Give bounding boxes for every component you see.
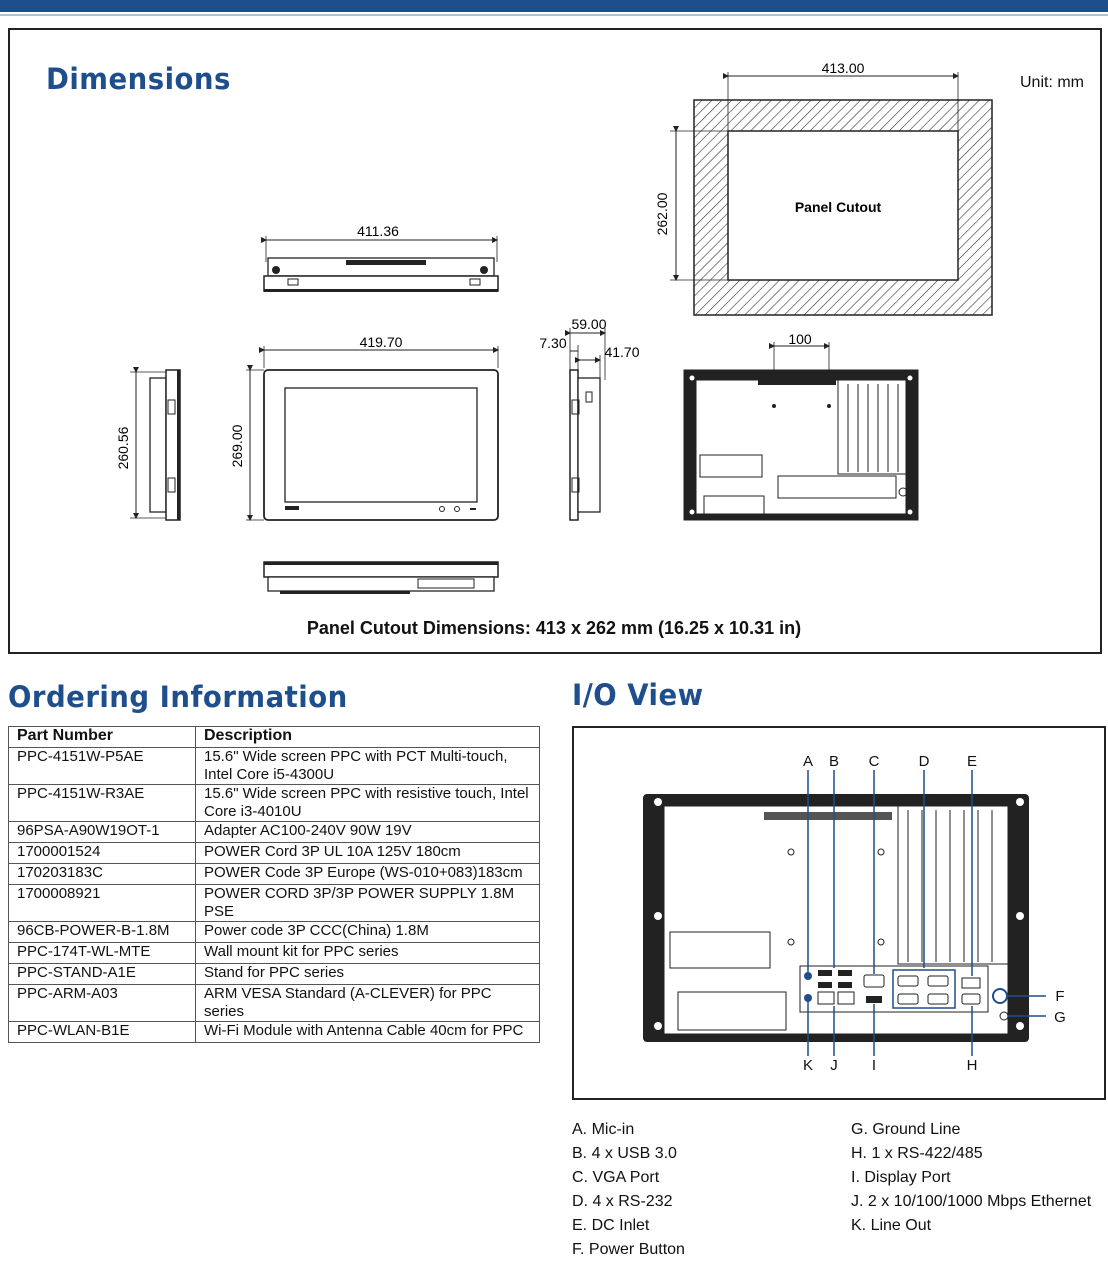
part-number: 96PSA-A90W19OT-1 <box>8 821 196 843</box>
dimension-drawings: 413.00 262.00 Panel Cutout 411.36 260.56 <box>115 60 993 594</box>
front-width-label: 419.70 <box>360 334 403 350</box>
part-number: PPC-174T-WL-MTE <box>8 942 196 964</box>
table-header-row: Part Number Description <box>8 726 540 748</box>
legend-item: J. 2 x 10/100/1000 Mbps Ethernet <box>851 1193 1092 1210</box>
io-legend-left: A. Mic-in B. 4 x USB 3.0 C. VGA Port D. … <box>572 1118 685 1262</box>
io-label-g: G <box>1054 1009 1066 1026</box>
rear-spacing-label: 100 <box>788 331 812 347</box>
panel-cutout-drawing <box>670 72 993 316</box>
legend-item: G. Ground Line <box>851 1121 961 1138</box>
io-label-f: F <box>1055 988 1064 1005</box>
bottom-view-drawing <box>263 561 499 594</box>
io-view-panel <box>572 726 1106 1100</box>
io-label-c: C <box>869 753 880 770</box>
description: POWER Code 3P Europe (WS-010+083)183cm <box>195 863 540 885</box>
unit-label: Unit: mm <box>1020 74 1084 91</box>
description: 15.6" Wide screen PPC with PCT Multi-tou… <box>195 747 540 785</box>
legend-item: E. DC Inlet <box>572 1217 650 1234</box>
io-label-j: J <box>830 1057 838 1074</box>
cutout-height-label: 262.00 <box>654 192 670 235</box>
ordering-title: Ordering Information <box>8 680 348 714</box>
io-rear-chassis <box>643 794 1029 1042</box>
top-width-label: 411.36 <box>357 223 399 239</box>
front-height-label: 269.00 <box>229 424 245 467</box>
legend-item: F. Power Button <box>572 1241 685 1258</box>
rear-view-drawing <box>683 342 919 521</box>
io-label-d: D <box>919 753 930 770</box>
legend-item: C. VGA Port <box>572 1169 660 1186</box>
io-label-e: E <box>967 753 977 770</box>
dimensions-panel <box>8 28 1102 654</box>
right-side-view-drawing <box>565 328 606 521</box>
part-number: PPC-WLAN-B1E <box>8 1021 196 1043</box>
panel-cutout-caption: Panel Cutout Dimensions: 413 x 262 mm (1… <box>306 618 802 638</box>
depth-total-label: 59.00 <box>571 316 606 332</box>
legend-item: A. Mic-in <box>572 1121 635 1138</box>
part-number: PPC-ARM-A03 <box>8 984 196 1022</box>
part-number: 1700001524 <box>8 842 196 864</box>
top-banner-line <box>0 14 1108 16</box>
io-label-k: K <box>803 1057 813 1074</box>
io-label-b: B <box>829 753 839 770</box>
legend-item: B. 4 x USB 3.0 <box>572 1145 677 1162</box>
cutout-width-label: 413.00 <box>822 60 865 76</box>
io-label-h: H <box>967 1057 978 1074</box>
io-view-title: I/O View <box>572 678 704 712</box>
legend-item: H. 1 x RS-422/485 <box>851 1145 983 1162</box>
legend-item: D. 4 x RS-232 <box>572 1193 673 1210</box>
io-label-i: I <box>872 1057 876 1074</box>
depth-bezel-label: 7.30 <box>539 335 566 351</box>
front-view-drawing <box>246 346 499 521</box>
part-number: PPC-4151W-P5AE <box>8 747 196 785</box>
io-legend-right: G. Ground Line H. 1 x RS-422/485 I. Disp… <box>851 1118 1091 1238</box>
top-view-drawing <box>261 236 499 292</box>
header-part-number: Part Number <box>8 726 196 748</box>
side-height-label: 260.56 <box>115 426 131 469</box>
io-view-drawing: A B C D E K J I H F G <box>643 753 1066 1074</box>
io-label-a: A <box>803 753 813 770</box>
part-number: 170203183C <box>8 863 196 885</box>
top-banner-bar <box>0 0 1108 12</box>
panel-cutout-label: Panel Cutout <box>795 199 882 215</box>
description: Wi-Fi Module with Antenna Cable 40cm for… <box>195 1021 540 1043</box>
depth-body-label: 41.70 <box>604 344 639 360</box>
left-side-view-drawing <box>130 367 181 521</box>
legend-item: I. Display Port <box>851 1169 951 1186</box>
io-leader-lines <box>807 770 1046 1056</box>
legend-item: K. Line Out <box>851 1217 932 1234</box>
part-number: PPC-STAND-A1E <box>8 963 196 985</box>
part-number: PPC-4151W-R3AE <box>8 784 196 822</box>
description: POWER CORD 3P/3P POWER SUPPLY 1.8M PSE <box>195 884 540 922</box>
dimensions-title: Dimensions <box>46 62 231 96</box>
